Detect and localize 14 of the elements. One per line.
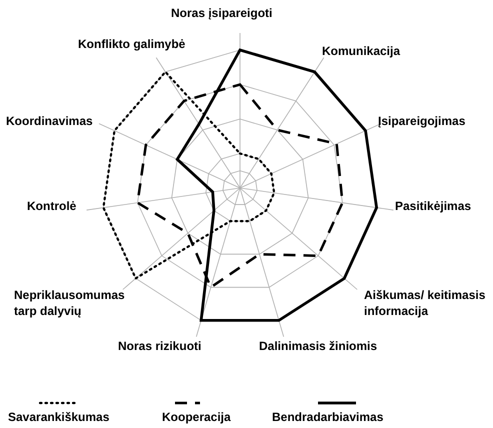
axis-label: Noras rizikuoti <box>118 338 202 354</box>
axis-label: Pasitikėjimas <box>395 198 472 214</box>
axis-label: Aiškumas/ keitimasis informacija <box>364 287 486 319</box>
axis-label: Dalinimasis žiniomis <box>259 338 378 354</box>
axis-label: Kontrolė <box>27 198 76 214</box>
axis-label: Įsipareigojimas <box>378 113 466 129</box>
axis-label: Koordinavimas <box>6 113 93 129</box>
axis-label: Noras įsipareigoti <box>171 5 272 21</box>
axis-label: Nepriklausomumas tarp dalyvių <box>14 287 126 319</box>
axis-label: Konflikto galimybė <box>78 36 186 52</box>
axis-label: Komunikacija <box>322 43 400 59</box>
legend-label: Savarankiškumas <box>8 410 110 425</box>
legend-label: Bendradarbiavimas <box>272 410 384 425</box>
legend-label: Kooperacija <box>162 410 231 425</box>
